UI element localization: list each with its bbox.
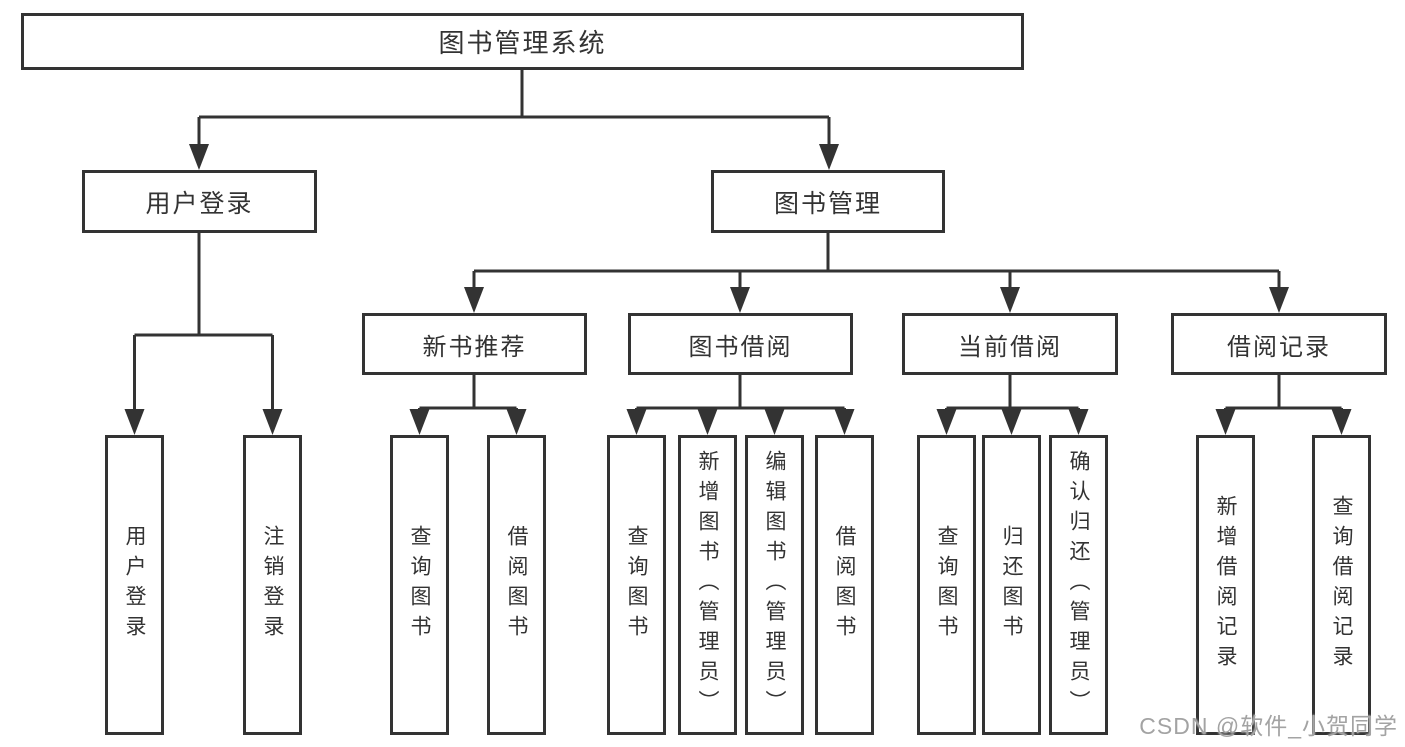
leaf-query-books-borrow: 查询图书	[607, 435, 666, 735]
leaf-add-borrow-record: 新增借阅记录	[1196, 435, 1255, 735]
leaf-return-books: 归还图书	[982, 435, 1041, 735]
node-book-management: 图书管理	[711, 170, 945, 233]
node-borrow-records: 借阅记录	[1171, 313, 1387, 375]
node-label: 图书借阅	[688, 333, 793, 361]
leaf-label: 借阅图书	[505, 525, 528, 645]
leaf-borrow-books-recommend: 借阅图书	[487, 435, 546, 735]
node-label: 图书管理系统	[438, 28, 607, 58]
leaf-query-books-recommend: 查询图书	[390, 435, 449, 735]
leaf-edit-books-admin: 编辑图书（管理员）	[745, 435, 804, 735]
node-label: 新书推荐	[422, 333, 527, 361]
leaf-user-login: 用户登录	[105, 435, 164, 735]
node-user-login: 用户登录	[82, 170, 317, 233]
node-label: 图书管理	[773, 189, 882, 218]
leaf-label: 用户登录	[123, 525, 146, 645]
node-label: 用户登录	[145, 189, 254, 218]
arrowhead-icons	[124, 144, 1352, 435]
node-book-borrow: 图书借阅	[628, 313, 853, 375]
node-label: 当前借阅	[958, 333, 1062, 361]
leaf-label: 借阅图书	[833, 525, 856, 645]
leaf-borrow-books: 借阅图书	[815, 435, 874, 735]
leaf-query-borrow-record: 查询借阅记录	[1312, 435, 1371, 735]
leaf-label: 归还图书	[1000, 525, 1023, 645]
leaf-label: 查询图书	[408, 525, 431, 645]
leaf-query-books-current: 查询图书	[917, 435, 976, 735]
node-new-book-recommend: 新书推荐	[362, 313, 587, 375]
node-label: 借阅记录	[1227, 333, 1331, 361]
node-current-borrow: 当前借阅	[902, 313, 1118, 375]
leaf-logout: 注销登录	[243, 435, 302, 735]
leaf-label: 确认归还（管理员）	[1067, 450, 1090, 720]
leaf-label: 查询图书	[625, 525, 648, 645]
leaf-label: 新增借阅记录	[1214, 495, 1237, 675]
leaf-add-books-admin: 新增图书（管理员）	[678, 435, 737, 735]
leaf-label: 注销登录	[261, 525, 284, 645]
leaf-label: 新增图书（管理员）	[696, 450, 719, 720]
csdn-watermark: CSDN @软件_小贺同学	[1139, 713, 1398, 739]
leaf-label: 查询借阅记录	[1330, 495, 1353, 675]
leaf-confirm-return-admin: 确认归还（管理员）	[1049, 435, 1108, 735]
node-library-management-system: 图书管理系统	[21, 13, 1024, 70]
leaf-label: 编辑图书（管理员）	[763, 450, 786, 720]
leaf-label: 查询图书	[935, 525, 958, 645]
